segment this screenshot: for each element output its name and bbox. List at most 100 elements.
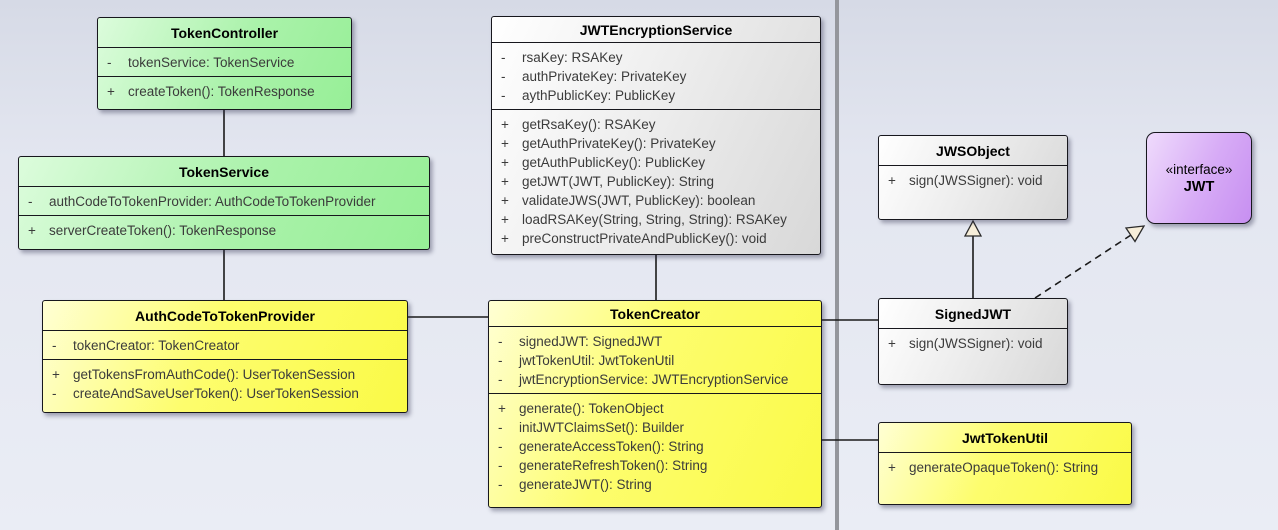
- attributes-compartment: - tokenCreator: TokenCreator: [43, 330, 407, 359]
- generalization-arrowhead-icon: [963, 219, 983, 237]
- visibility-sign: +: [107, 84, 115, 99]
- visibility-sign: -: [107, 55, 112, 70]
- attribute-row[interactable]: - aythPublicKey: PublicKey: [492, 86, 820, 105]
- visibility-sign: -: [498, 334, 503, 349]
- edge-signedjwt-jwt-realization[interactable]: [1034, 234, 1132, 299]
- method-row[interactable]: + getJWT(JWT, PublicKey): String: [492, 172, 820, 191]
- visibility-sign: -: [498, 477, 503, 492]
- attributes-compartment: - signedJWT: SignedJWT - jwtTokenUtil: J…: [489, 326, 821, 393]
- class-name: JWTEncryptionService: [579, 22, 733, 38]
- visibility-sign: +: [501, 231, 509, 246]
- methods-compartment: + sign(JWSSigner): void: [879, 165, 1067, 219]
- method-row[interactable]: + getRsaKey(): RSAKey: [492, 115, 820, 134]
- method-text: generateOpaqueToken(): String: [909, 460, 1099, 475]
- visibility-sign: -: [501, 88, 506, 103]
- method-row[interactable]: + createToken(): TokenResponse: [98, 82, 351, 101]
- visibility-sign: +: [28, 223, 36, 238]
- method-row[interactable]: + validateJWS(JWT, PublicKey): boolean: [492, 191, 820, 210]
- visibility-sign: -: [501, 50, 506, 65]
- visibility-sign: +: [501, 117, 509, 132]
- method-text: preConstructPrivateAndPublicKey(): void: [522, 231, 767, 246]
- class-tokencreator[interactable]: TokenCreator - signedJWT: SignedJWT - jw…: [488, 300, 822, 508]
- visibility-sign: +: [501, 174, 509, 189]
- attribute-text: aythPublicKey: PublicKey: [522, 88, 676, 103]
- class-signedjwt[interactable]: SignedJWT + sign(JWSSigner): void: [878, 298, 1068, 385]
- method-row[interactable]: + sign(JWSSigner): void: [879, 334, 1067, 353]
- method-row[interactable]: + getAuthPublicKey(): PublicKey: [492, 153, 820, 172]
- method-text: generateJWT(): String: [519, 477, 652, 492]
- visibility-sign: +: [52, 367, 60, 382]
- class-jwsobject[interactable]: JWSObject + sign(JWSSigner): void: [878, 135, 1068, 220]
- methods-compartment: + createToken(): TokenResponse: [98, 76, 351, 109]
- class-name: JWT: [1183, 178, 1215, 195]
- method-row[interactable]: - generateAccessToken(): String: [489, 437, 821, 456]
- method-text: getRsaKey(): RSAKey: [522, 117, 656, 132]
- class-name: SignedJWT: [934, 306, 1012, 322]
- attribute-row[interactable]: - jwtEncryptionService: JWTEncryptionSer…: [489, 370, 821, 389]
- method-row[interactable]: + generateOpaqueToken(): String: [879, 458, 1131, 477]
- class-jwtencryptionservice[interactable]: JWTEncryptionService - rsaKey: RSAKey - …: [491, 16, 821, 255]
- class-tokencontroller[interactable]: TokenController - tokenService: TokenSer…: [97, 17, 352, 110]
- methods-compartment: + generate(): TokenObject - initJWTClaim…: [489, 393, 821, 507]
- method-row[interactable]: + sign(JWSSigner): void: [879, 171, 1067, 190]
- attribute-text: authPrivateKey: PrivateKey: [522, 69, 687, 84]
- attribute-row[interactable]: - jwtTokenUtil: JwtTokenUtil: [489, 351, 821, 370]
- method-text: getAuthPrivateKey(): PrivateKey: [522, 136, 716, 151]
- method-text: validateJWS(JWT, PublicKey): boolean: [522, 193, 756, 208]
- attribute-row[interactable]: - tokenService: TokenService: [98, 53, 351, 72]
- attribute-text: authCodeToTokenProvider: AuthCodeToToken…: [49, 194, 376, 209]
- method-text: getTokensFromAuthCode(): UserTokenSessio…: [73, 367, 356, 382]
- methods-compartment: + sign(JWSSigner): void: [879, 328, 1067, 384]
- method-row[interactable]: - generateJWT(): String: [489, 475, 821, 494]
- class-authcodetotokenprovider[interactable]: AuthCodeToTokenProvider - tokenCreator: …: [42, 300, 408, 413]
- page-divider: [835, 0, 839, 530]
- visibility-sign: +: [501, 193, 509, 208]
- attribute-row[interactable]: - signedJWT: SignedJWT: [489, 332, 821, 351]
- visibility-sign: -: [498, 420, 503, 435]
- methods-compartment: + generateOpaqueToken(): String: [879, 452, 1131, 504]
- method-row[interactable]: - generateRefreshToken(): String: [489, 456, 821, 475]
- method-row[interactable]: + generate(): TokenObject: [489, 399, 821, 418]
- attributes-compartment: - tokenService: TokenService: [98, 47, 351, 76]
- attribute-text: rsaKey: RSAKey: [522, 50, 623, 65]
- realization-arrowhead-icon: [1124, 225, 1146, 243]
- method-row[interactable]: + serverCreateToken(): TokenResponse: [19, 221, 429, 240]
- method-row[interactable]: - createAndSaveUserToken(): UserTokenSes…: [43, 384, 407, 403]
- attribute-row[interactable]: - rsaKey: RSAKey: [492, 48, 820, 67]
- attributes-compartment: - authCodeToTokenProvider: AuthCodeToTok…: [19, 186, 429, 215]
- method-row[interactable]: + loadRSAKey(String, String, String): RS…: [492, 210, 820, 229]
- class-name: TokenController: [170, 25, 279, 41]
- attribute-text: tokenCreator: TokenCreator: [73, 338, 240, 353]
- class-jwttokenutil[interactable]: JwtTokenUtil + generateOpaqueToken(): St…: [878, 422, 1132, 505]
- method-text: initJWTClaimsSet(): Builder: [519, 420, 685, 435]
- visibility-sign: -: [52, 386, 57, 401]
- method-row[interactable]: + getAuthPrivateKey(): PrivateKey: [492, 134, 820, 153]
- class-name: TokenCreator: [610, 306, 700, 322]
- class-name: JwtTokenUtil: [961, 430, 1049, 446]
- methods-compartment: + getTokensFromAuthCode(): UserTokenSess…: [43, 359, 407, 412]
- method-row[interactable]: + preConstructPrivateAndPublicKey(): voi…: [492, 229, 820, 248]
- visibility-sign: +: [888, 336, 896, 351]
- attribute-row[interactable]: - authCodeToTokenProvider: AuthCodeToTok…: [19, 192, 429, 211]
- methods-compartment: + serverCreateToken(): TokenResponse: [19, 215, 429, 249]
- visibility-sign: -: [498, 372, 503, 387]
- class-tokenservice[interactable]: TokenService - authCodeToTokenProvider: …: [18, 156, 430, 250]
- visibility-sign: +: [501, 155, 509, 170]
- class-name: JWSObject: [936, 143, 1010, 159]
- attribute-row[interactable]: - tokenCreator: TokenCreator: [43, 336, 407, 355]
- visibility-sign: -: [52, 338, 57, 353]
- method-row[interactable]: + getTokensFromAuthCode(): UserTokenSess…: [43, 365, 407, 384]
- visibility-sign: -: [498, 439, 503, 454]
- interface-jwt[interactable]: «interface» JWT: [1146, 132, 1252, 224]
- method-row[interactable]: - initJWTClaimsSet(): Builder: [489, 418, 821, 437]
- method-text: generateAccessToken(): String: [519, 439, 704, 454]
- visibility-sign: +: [888, 173, 896, 188]
- method-text: sign(JWSSigner): void: [909, 336, 1043, 351]
- method-text: getAuthPublicKey(): PublicKey: [522, 155, 706, 170]
- method-text: sign(JWSSigner): void: [909, 173, 1043, 188]
- method-text: generateRefreshToken(): String: [519, 458, 708, 473]
- visibility-sign: +: [888, 460, 896, 475]
- visibility-sign: -: [28, 194, 33, 209]
- attribute-row[interactable]: - authPrivateKey: PrivateKey: [492, 67, 820, 86]
- stereotype-label: «interface»: [1165, 161, 1233, 177]
